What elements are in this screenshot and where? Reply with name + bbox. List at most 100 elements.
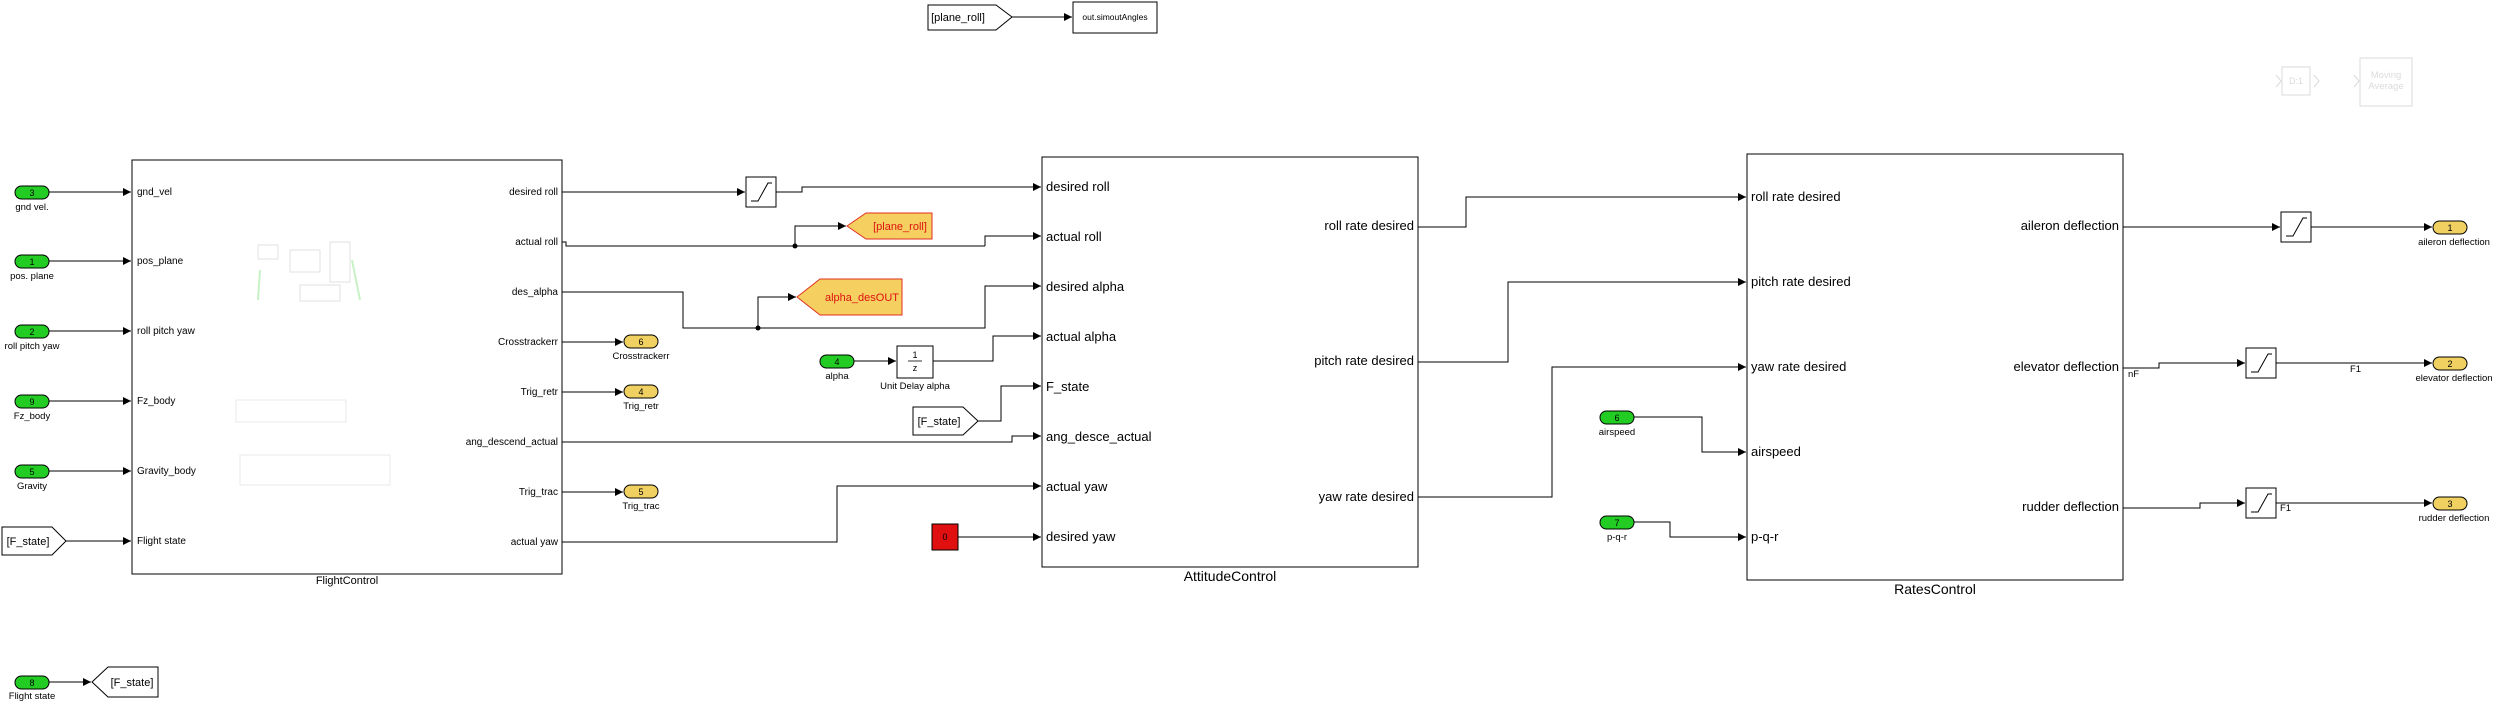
saturation-roll[interactable] [745, 176, 777, 208]
svg-text:desired alpha: desired alpha [1046, 279, 1125, 294]
svg-text:Fz_body: Fz_body [14, 411, 51, 422]
svg-text:2: 2 [29, 327, 34, 337]
svg-text:actual roll: actual roll [1046, 229, 1102, 244]
goto-plane-roll[interactable]: [plane_roll] [846, 212, 933, 240]
inport-alpha[interactable]: 4 alpha [819, 354, 855, 382]
svg-text:1: 1 [2447, 223, 2452, 233]
svg-text:[F_state]: [F_state] [7, 536, 50, 548]
svg-text:Fz_body: Fz_body [137, 396, 175, 407]
from-plane-roll-top[interactable]: [plane_roll] [927, 4, 1013, 31]
svg-text:3: 3 [2447, 499, 2452, 509]
svg-text:rudder deflection: rudder deflection [2419, 513, 2490, 524]
svg-text:pos. plane: pos. plane [10, 271, 54, 282]
goto-alpha-desout[interactable]: alpha_desOUT [796, 278, 903, 316]
saturation-rudder[interactable] [2245, 487, 2277, 519]
signal-label-f1-elevator: F1 [2350, 364, 2361, 375]
svg-text:3: 3 [29, 188, 34, 198]
inport-gravity[interactable]: 5 Gravity [14, 464, 50, 492]
outport-aileron[interactable]: 1 aileron deflection [2418, 220, 2490, 248]
svg-text:1: 1 [29, 257, 34, 267]
signal-label-f1-rudder: F1 [2280, 503, 2291, 514]
svg-text:4: 4 [638, 387, 643, 397]
inport-roll-pitch-yaw[interactable]: 2 roll pitch yaw [5, 324, 60, 352]
svg-text:0: 0 [942, 532, 947, 542]
svg-text:Gravity_body: Gravity_body [137, 466, 196, 477]
from-fstate-middle[interactable]: [F_state] [912, 406, 979, 436]
svg-text:yaw rate desired: yaw rate desired [1751, 359, 1846, 374]
svg-text:[F_state]: [F_state] [918, 416, 961, 428]
svg-text:airspeed: airspeed [1599, 427, 1635, 438]
svg-text:roll pitch yaw: roll pitch yaw [5, 341, 60, 352]
inport-fz-body[interactable]: 9 Fz_body [14, 394, 51, 422]
svg-text:out.simoutAngles: out.simoutAngles [1082, 12, 1147, 22]
svg-text:rudder deflection: rudder deflection [2022, 499, 2119, 514]
svg-text:ang_desce_actual: ang_desce_actual [1046, 429, 1152, 444]
rates-control-block[interactable]: roll rate desired pitch rate desired yaw… [1746, 153, 2124, 581]
svg-text:des_alpha: des_alpha [512, 287, 559, 298]
svg-text:Trig_retr: Trig_retr [623, 401, 659, 412]
svg-text:gnd_vel: gnd_vel [137, 187, 172, 198]
svg-text:Flight state: Flight state [9, 691, 55, 702]
svg-text:desired yaw: desired yaw [1046, 529, 1116, 544]
svg-text:6: 6 [638, 337, 643, 347]
svg-text:Trig_retr: Trig_retr [521, 387, 559, 398]
outport-trig-trac[interactable]: 5 Trig_trac [622, 484, 660, 512]
svg-text:yaw rate desired: yaw rate desired [1319, 489, 1414, 504]
svg-text:7: 7 [1614, 518, 1619, 528]
saturation-elevator[interactable] [2245, 347, 2277, 379]
svg-text:alpha: alpha [825, 371, 849, 382]
svg-text:actual alpha: actual alpha [1046, 329, 1117, 344]
flight-control-label: FlightControl [316, 575, 378, 587]
attitude-control-block[interactable]: desired roll actual roll desired alpha a… [1041, 156, 1419, 568]
svg-text:z: z [913, 363, 918, 373]
inport-pqr[interactable]: 7 p-q-r [1599, 515, 1635, 543]
svg-text:roll rate desired: roll rate desired [1324, 218, 1414, 233]
svg-text:Trig_trac: Trig_trac [519, 487, 558, 498]
rate-transition-ghost: D:1 [2275, 66, 2320, 96]
svg-text:ang_descend_actual: ang_descend_actual [466, 437, 558, 448]
outport-rudder[interactable]: 3 rudder deflection [2419, 496, 2490, 524]
outport-crosstrackerr[interactable]: 6 Crosstrackerr [612, 334, 670, 362]
svg-text:gnd vel.: gnd vel. [15, 202, 48, 213]
svg-text:1: 1 [912, 350, 917, 360]
svg-text:Flight state: Flight state [137, 536, 186, 547]
outport-trig-retr[interactable]: 4 Trig_retr [623, 384, 659, 412]
svg-text:Moving: Moving [2371, 70, 2402, 81]
svg-text:Crosstrackerr: Crosstrackerr [498, 337, 559, 348]
inport-gnd-vel[interactable]: 3 gnd vel. [14, 185, 50, 213]
svg-text:desired roll: desired roll [1046, 179, 1110, 194]
svg-text:pitch rate desired: pitch rate desired [1314, 353, 1414, 368]
svg-text:roll rate desired: roll rate desired [1751, 189, 1841, 204]
unit-delay-alpha[interactable]: 1 z Unit Delay alpha [880, 345, 951, 392]
svg-text:Crosstrackerr: Crosstrackerr [612, 351, 669, 362]
svg-text:Trig_trac: Trig_trac [622, 501, 659, 512]
from-fstate-left[interactable]: [F_state] [1, 526, 67, 556]
flight-control-preview [235, 241, 391, 486]
inport-pos-plane[interactable]: 1 pos. plane [10, 254, 54, 282]
svg-text:actual yaw: actual yaw [1046, 479, 1108, 494]
flight-control-block[interactable]: gnd_vel pos_plane roll pitch yaw Fz_body… [131, 159, 563, 575]
svg-text:p-q-r: p-q-r [1607, 532, 1627, 543]
svg-text:pos_plane: pos_plane [137, 256, 184, 267]
constant-block[interactable]: 0 [931, 523, 959, 551]
rates-control-label: RatesControl [1894, 581, 1976, 597]
saturation-aileron[interactable] [2280, 211, 2312, 243]
inport-airspeed[interactable]: 6 airspeed [1599, 410, 1635, 438]
svg-text:5: 5 [638, 487, 643, 497]
outport-elevator[interactable]: 2 elevator deflection [2415, 356, 2493, 384]
svg-text:alpha_desOUT: alpha_desOUT [825, 292, 899, 304]
svg-text:D:1: D:1 [2289, 76, 2303, 86]
to-workspace-block[interactable]: out.simoutAngles [1072, 1, 1158, 34]
svg-text:[plane_roll]: [plane_roll] [931, 12, 985, 24]
goto-fstate-bottom[interactable]: [F_state] [91, 666, 159, 698]
svg-text:p-q-r: p-q-r [1751, 529, 1779, 544]
signal-label-nf: nF [2128, 369, 2139, 380]
svg-text:8: 8 [29, 678, 34, 688]
svg-text:[F_state]: [F_state] [111, 677, 154, 689]
inport-flight-state[interactable]: 8 Flight state [9, 675, 55, 702]
svg-text:pitch rate desired: pitch rate desired [1751, 274, 1851, 289]
svg-text:[plane_roll]: [plane_roll] [873, 221, 927, 233]
svg-text:F_state: F_state [1046, 379, 1089, 394]
svg-text:desired roll: desired roll [509, 187, 558, 198]
moving-average-ghost: Moving Average [2353, 57, 2413, 107]
